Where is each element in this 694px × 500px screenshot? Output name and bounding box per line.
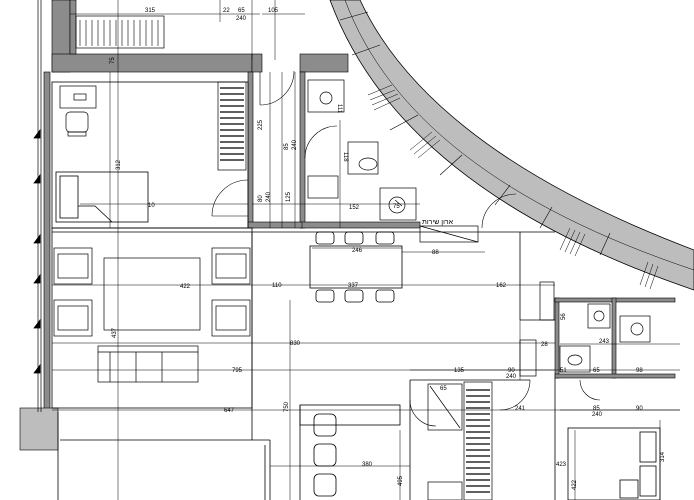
dining-table	[309, 231, 403, 303]
dim-51: 51	[560, 368, 567, 374]
dim-152: 152	[349, 205, 360, 211]
wardrobe-1	[217, 81, 247, 171]
dim-240b: 240	[506, 374, 517, 380]
bathroom-2	[519, 281, 651, 377]
dim-240c: 240	[592, 412, 603, 418]
bed-2	[567, 427, 661, 500]
dim-795: 795	[232, 368, 243, 374]
dim-240v2: 240	[266, 191, 272, 202]
dim-240: 240	[236, 16, 247, 22]
storage-label: ארון שירות	[422, 219, 454, 226]
wardrobe-2	[463, 381, 493, 500]
dim-422b: 422	[572, 479, 578, 490]
dim-337: 337	[348, 283, 359, 289]
dim-830: 830	[290, 341, 301, 347]
dim-380: 380	[362, 462, 373, 468]
dim-75v: 75	[110, 57, 116, 64]
dim-125: 125	[286, 191, 292, 202]
dim-750: 750	[284, 401, 290, 412]
dim-423: 423	[556, 462, 567, 468]
dim-90a: 90	[508, 368, 515, 374]
dim-495: 495	[398, 475, 404, 486]
dim-65b: 65	[593, 368, 600, 374]
dim-225: 225	[258, 119, 264, 130]
dim-80: 80	[258, 195, 264, 202]
dim-241: 241	[515, 406, 526, 412]
walls	[19, 0, 676, 451]
cabinet-2	[427, 383, 463, 500]
dim-28: 28	[541, 342, 548, 348]
bar-stools	[313, 413, 337, 497]
dim-65c: 65	[440, 386, 447, 392]
dim-135: 135	[454, 368, 465, 374]
dim-85v: 85	[284, 143, 290, 150]
dim-65: 65	[238, 8, 245, 14]
dim-22: 22	[223, 8, 230, 14]
service-closet	[419, 225, 479, 243]
dim-240v: 240	[292, 139, 298, 150]
dim-90b: 90	[636, 406, 643, 412]
dim-312: 312	[116, 159, 122, 170]
dim-162: 162	[496, 283, 507, 289]
dim-56: 56	[561, 313, 567, 320]
dim-315: 315	[145, 8, 156, 14]
room-lines	[51, 81, 556, 500]
dim-314: 314	[660, 451, 666, 462]
living-furniture	[53, 247, 251, 383]
dimension-lines	[52, 0, 680, 500]
dim-88: 88	[432, 250, 439, 256]
dim-246: 246	[352, 248, 363, 254]
curved-wall	[329, 0, 694, 291]
doors	[211, 70, 601, 427]
bed-1	[55, 171, 149, 223]
dim-437: 437	[112, 327, 118, 338]
dim-85b: 85	[593, 406, 600, 412]
dim-105: 105	[268, 8, 279, 14]
dimension-labels: 315 22 65 240 105 111 75 225 85 240 118 …	[110, 8, 666, 490]
dim-118: 118	[342, 152, 348, 162]
dim-98: 98	[636, 368, 643, 374]
dim-111: 111	[336, 104, 342, 114]
dim-110: 110	[272, 283, 282, 289]
dim-10: 10	[148, 203, 155, 209]
left-window-frames	[33, 0, 42, 412]
dim-422: 422	[180, 284, 191, 290]
dim-647: 647	[224, 408, 235, 414]
dim-243: 243	[599, 339, 610, 345]
bathroom-1	[307, 79, 417, 221]
dim-75: 75	[393, 204, 400, 210]
desk	[59, 85, 97, 137]
top-window	[75, 15, 165, 49]
